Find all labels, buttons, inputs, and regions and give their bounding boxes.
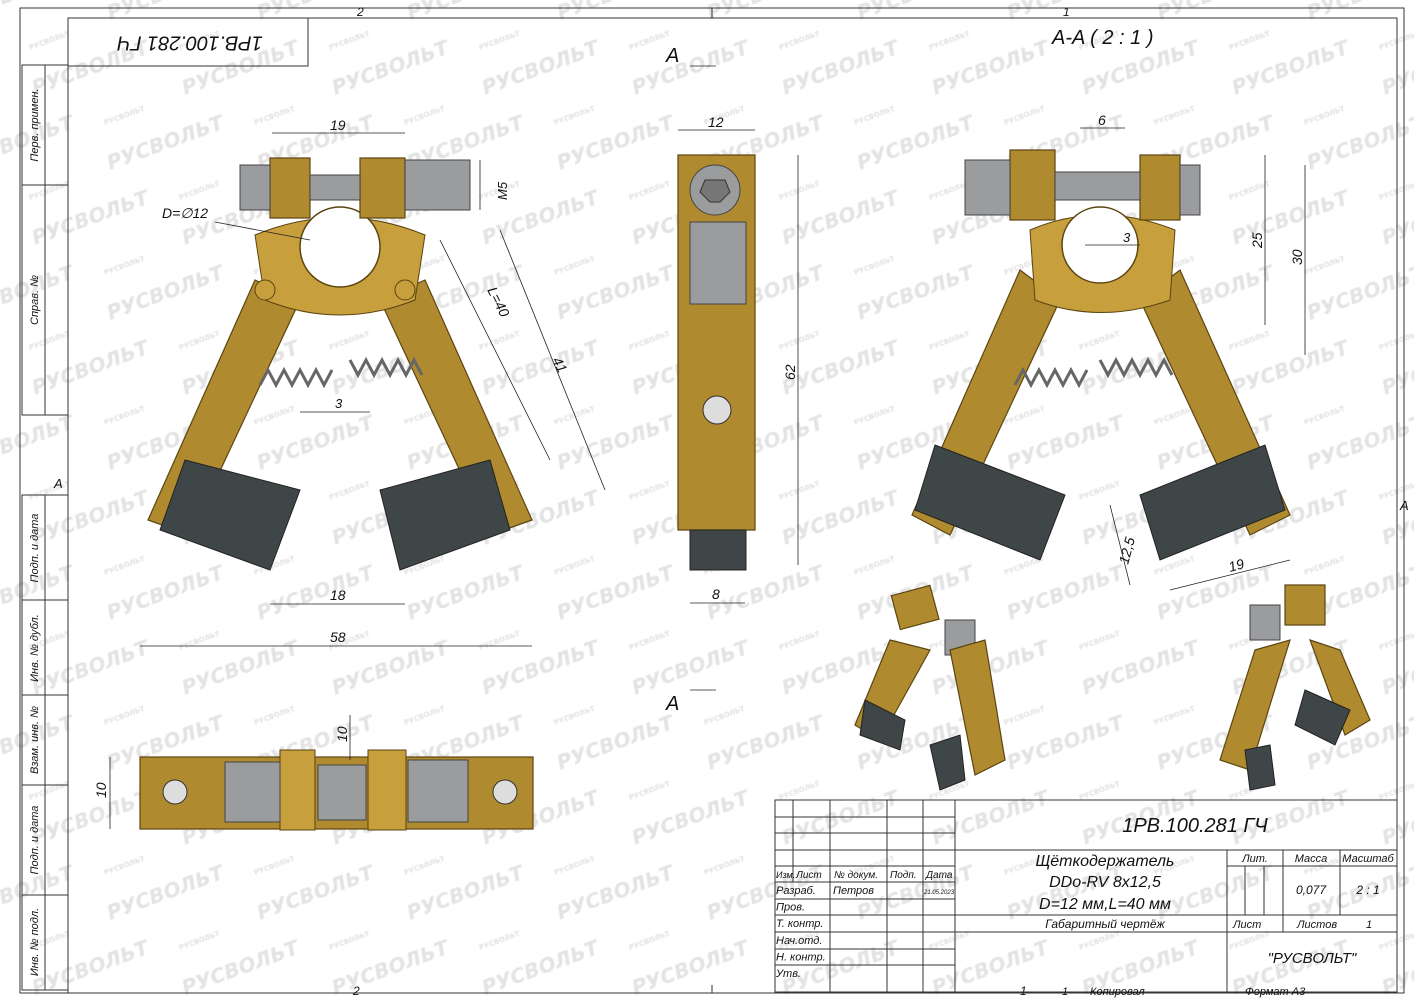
dimension-label: 8 [712,586,720,602]
dimension-label: Лист [1232,919,1261,931]
section-marker-top: A [665,45,679,67]
dimension-label: 6 [1098,112,1106,128]
dimension-label: 3 [335,396,343,411]
company-name: "РУСВОЛЬТ" [1268,950,1357,967]
dimension-label: № докум. [834,870,878,881]
dimension-label: 19 [330,117,346,133]
side-strip: Перв. примен. Справ. № Подп. и дата Инв.… [21,64,69,991]
section-title: A-A ( 2 : 1 ) [1051,27,1154,49]
strip-label: Справ. № [29,275,41,325]
dimension-label: 0,077 [1296,883,1327,897]
strip-label: Инв. № дубл. [29,614,41,682]
dimension-label: 25 [1249,232,1265,249]
dimension-label: Габаритный чертёж [1045,917,1165,931]
side-view: 12 62 8 A A [665,45,799,715]
dimension-label: 12,5 [1115,535,1138,566]
document-code: 1PB.100.281 ГЧ [1122,815,1268,837]
title-block: 1PB.100.281 ГЧ Изм. Лист № докум. Подп. … [774,799,1398,998]
strip-label: Перв. примен. [29,88,41,161]
section-marker-bottom: A [665,693,679,715]
title-block-name: Петров [833,885,874,897]
dimension-label: Дата [925,870,953,881]
title-block-role: Утв. [775,968,801,980]
strip-label: Подп. и дата [29,806,41,875]
carbon-brush [379,459,511,571]
dimension-label: DDo-RV 8x12,5 [1049,874,1161,891]
dimension-label: Масштаб [1342,853,1394,865]
bottom-view: 10 10 [93,715,534,831]
title-block-role: Пров. [776,902,805,914]
title-block-role: Разраб. [776,885,816,897]
dimension-label: M5 [495,181,510,200]
dimension-label: 1 [1062,986,1068,998]
spring [348,356,424,379]
nut [239,164,271,211]
front-view [147,157,533,571]
section-view: 6 3 25 30 12,5 19 [911,112,1306,591]
title-block-role: Нач.отд. [776,935,822,947]
rotated-document-code: 1PB.100.281 ГЧ [117,32,263,54]
dimension-label: Формат А3 [1245,986,1306,998]
dimension-label: Листов [1296,919,1337,931]
dimension-label: 1 [1366,919,1372,931]
dimension-label: L=40 [484,284,513,320]
dimension-label: Подп. [890,870,917,881]
dimension-label: 10 [334,726,350,742]
zone-label: 2 [356,5,364,19]
carbon-brush [159,459,301,571]
nut [404,159,471,211]
dimension-label: 2 : 1 [1355,883,1379,897]
strip-label: Подп. и дата [29,514,41,583]
screw [702,395,732,425]
dimension-label: 12 [708,114,724,130]
bolt [309,174,361,201]
strip-label: Инв. № подл. [29,908,41,976]
hub-bore [299,206,381,288]
dimension-label: Копировал [1090,986,1145,998]
dimension-label: Лит. [1241,853,1268,865]
spring-plate [689,221,747,305]
strip-label: Взам. инв. № [29,706,41,774]
zone-marker: A [1399,498,1409,513]
dimension-label: 62 [782,364,798,380]
spring [258,366,334,389]
dimension-label: D=12 мм,L=40 мм [1039,896,1171,913]
title-block-role: Н. контр. [776,951,826,963]
isometric-view-right [1219,584,1371,791]
zone-label: 2 [352,984,360,998]
dimension-label: 41 [549,354,570,375]
dimension-label: 19 [1227,555,1246,575]
dimension-label: 10 [93,782,109,798]
dimension-label: Лист [795,870,822,881]
zone-label: 1 [1063,5,1070,19]
dimension-label: 30 [1289,249,1305,265]
title-block-role: Т. контр. [776,918,823,930]
zone-marker: A [53,476,63,491]
zone-label: 1 [1020,984,1027,998]
dimension-label: 58 [330,629,346,645]
title-block-date: 21.05.2023 [923,890,955,896]
dimension-label: Масса [1295,853,1328,865]
dimension-label: Изм. [776,870,795,880]
isometric-view-left [854,584,1006,791]
dimension-label: Щёткодержатель [1036,853,1175,870]
dimension-label: 18 [330,587,346,603]
dimension-label: D=∅12 [162,205,208,221]
dimension-label: 3 [1123,230,1131,245]
